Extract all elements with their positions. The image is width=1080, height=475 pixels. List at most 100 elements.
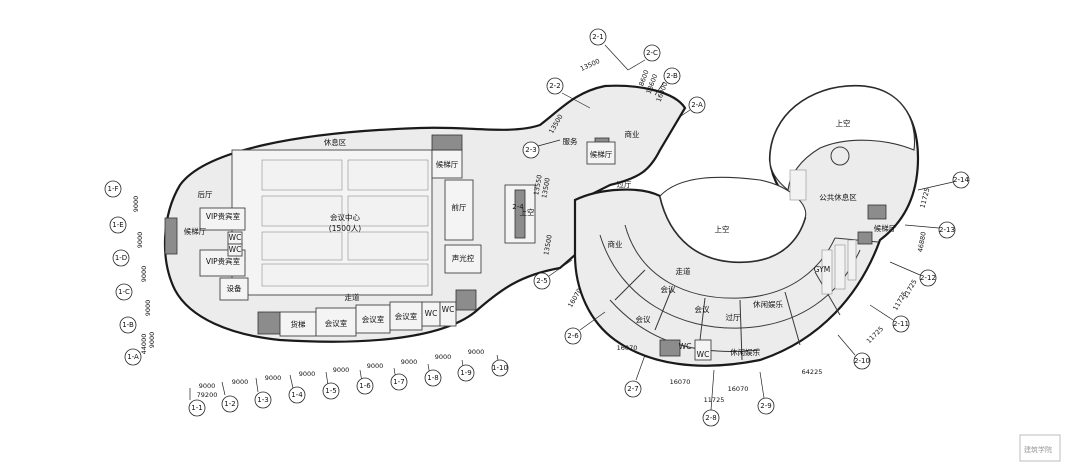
grid-1-8: 1-8 xyxy=(427,374,438,382)
stair-core-left xyxy=(164,217,178,255)
stair-core-right-2 xyxy=(857,231,873,245)
label-service: 服务 xyxy=(563,136,578,146)
label-back-hall: 后厅 xyxy=(198,189,213,199)
grid-1-4: 1-4 xyxy=(291,391,303,399)
wc-box-2 xyxy=(227,243,243,257)
planter-circle xyxy=(830,146,850,166)
svg-text:9000: 9000 xyxy=(232,378,249,386)
grid-1-B: 1-B xyxy=(122,321,134,329)
svg-text:9000: 9000 xyxy=(199,382,216,390)
grid-1-7: 1-7 xyxy=(393,378,404,386)
svg-text:建筑学院: 建筑学院 xyxy=(1024,445,1052,454)
svg-text:9000: 9000 xyxy=(401,358,418,366)
label-waiting-hall-right: 候梯厅 xyxy=(874,223,897,233)
svg-text:46880: 46880 xyxy=(916,231,927,253)
label-meeting-2: 会议室 xyxy=(362,314,385,324)
label-corridor-left: 走道 xyxy=(345,292,360,302)
label-wc-4: WC xyxy=(442,305,455,314)
svg-text:9000: 9000 xyxy=(299,370,316,378)
label-gym: GYM xyxy=(814,265,831,274)
label-waiting-hall-top: 候梯厅 xyxy=(436,159,459,169)
svg-text:9000: 9000 xyxy=(333,366,350,374)
stair-core-top xyxy=(431,134,463,151)
svg-text:16070: 16070 xyxy=(617,344,638,352)
label-waiting-hall-service: 候梯厅 xyxy=(590,149,613,159)
grid-1-A: 1-A xyxy=(127,353,139,361)
service-waiting-room xyxy=(586,141,616,165)
grid-1-C: 1-C xyxy=(118,288,130,296)
label-wc-5: WC xyxy=(679,342,692,351)
label-void-right: 上空 xyxy=(836,118,851,128)
label-meeting-b: 会议 xyxy=(695,304,710,314)
radial-grid-bubbles: 2-1 2-C 2-B 2-2 2-A 2-3 2-4 2-5 2-6 2-7 … xyxy=(512,28,969,427)
svg-text:11725: 11725 xyxy=(918,187,931,209)
svg-text:11725: 11725 xyxy=(891,290,908,312)
vip-room-1 xyxy=(199,207,246,231)
grid-1-1: 1-1 xyxy=(191,404,202,412)
label-commerce-top: 商业 xyxy=(625,129,640,139)
svg-text:9000: 9000 xyxy=(148,332,156,349)
svg-text:16070: 16070 xyxy=(728,385,749,393)
label-meeting-1: 会议室 xyxy=(325,318,348,328)
grid-1-10: 1-10 xyxy=(492,364,508,372)
label-vip-room-1: VIP贵宾室 xyxy=(206,211,241,221)
svg-text:64225: 64225 xyxy=(802,368,823,376)
label-stairs: 货梯 xyxy=(291,319,306,329)
wc-box-right xyxy=(694,339,712,361)
grid-2-11: 2-11 xyxy=(893,320,909,328)
label-rest-area: 休息区 xyxy=(324,137,347,147)
svg-text:9000: 9000 xyxy=(265,374,282,382)
label-wc-2: WC xyxy=(229,245,242,254)
equipment-room xyxy=(219,277,249,301)
label-void-center: 上空 xyxy=(715,224,730,234)
central-void xyxy=(659,176,807,263)
label-leisure-1: 休闲娱乐 xyxy=(753,299,783,309)
svg-text:9000: 9000 xyxy=(140,266,148,283)
bottom-room-strip xyxy=(257,289,477,337)
label-passage-2: 过厅 xyxy=(726,312,741,322)
left-total-dim: 44000 xyxy=(140,334,148,355)
grid-2-6: 2-6 xyxy=(567,332,579,340)
front-hall-room xyxy=(444,179,474,241)
label-meeting-a: 会议 xyxy=(661,284,676,294)
grid-1-5: 1-5 xyxy=(325,387,336,395)
grid-1-D: 1-D xyxy=(115,254,127,262)
svg-text:9000: 9000 xyxy=(132,196,140,213)
svg-text:9000: 9000 xyxy=(136,232,144,249)
escalator-core xyxy=(514,189,526,239)
svg-text:9000: 9000 xyxy=(468,348,485,356)
svg-text:16070: 16070 xyxy=(670,378,691,386)
grid-2-1: 2-1 xyxy=(592,33,603,41)
gym-equipment xyxy=(821,239,857,295)
label-wc-6: WC xyxy=(697,350,710,359)
column-grid-bubbles: 1-1 1-2 1-3 1-4 1-5 1-6 1-7 1-8 1-9 1-10 xyxy=(188,359,509,417)
grid-2-A: 2-A xyxy=(691,101,703,109)
svg-text:13500: 13500 xyxy=(540,177,551,199)
svg-text:13500: 13500 xyxy=(542,234,553,256)
label-corridor-right: 走道 xyxy=(676,266,691,276)
auditorium-seating xyxy=(261,159,429,287)
grid-2-9: 2-9 xyxy=(760,402,771,410)
row-grid-bubbles: 1-F 1-E 1-D 1-C 1-B 1-A xyxy=(104,180,142,366)
grid-2-12: 2-12 xyxy=(920,274,936,282)
svg-text:9000: 9000 xyxy=(367,362,384,370)
label-commerce-mid: 商业 xyxy=(608,239,623,249)
svg-text:13500: 13500 xyxy=(579,57,601,73)
grid-2-14: 2-14 xyxy=(953,176,969,184)
grid-2-3: 2-3 xyxy=(525,146,536,154)
svg-text:9000: 9000 xyxy=(435,353,452,361)
grid-2-2: 2-2 xyxy=(549,82,560,90)
public-rest-seating xyxy=(789,169,807,201)
radial-leader-lines xyxy=(537,44,954,411)
radial-dimensions: 13500 8600 18600 16000 13500 13550 13500… xyxy=(532,57,931,404)
grid-2-C: 2-C xyxy=(646,49,658,57)
left-dimensions: 9000 9000 9000 9000 9000 44000 xyxy=(132,196,156,355)
bottom-dimensions: 9000 9000 9000 9000 9000 9000 9000 9000 … xyxy=(197,348,485,399)
grid-1-9: 1-9 xyxy=(460,369,471,377)
label-vip-room-2: VIP贵宾室 xyxy=(206,256,241,266)
svg-text:9000: 9000 xyxy=(144,300,152,317)
upper-void xyxy=(769,85,916,192)
label-meeting-c: 会议 xyxy=(636,314,651,324)
grid-1-F: 1-F xyxy=(107,185,118,193)
